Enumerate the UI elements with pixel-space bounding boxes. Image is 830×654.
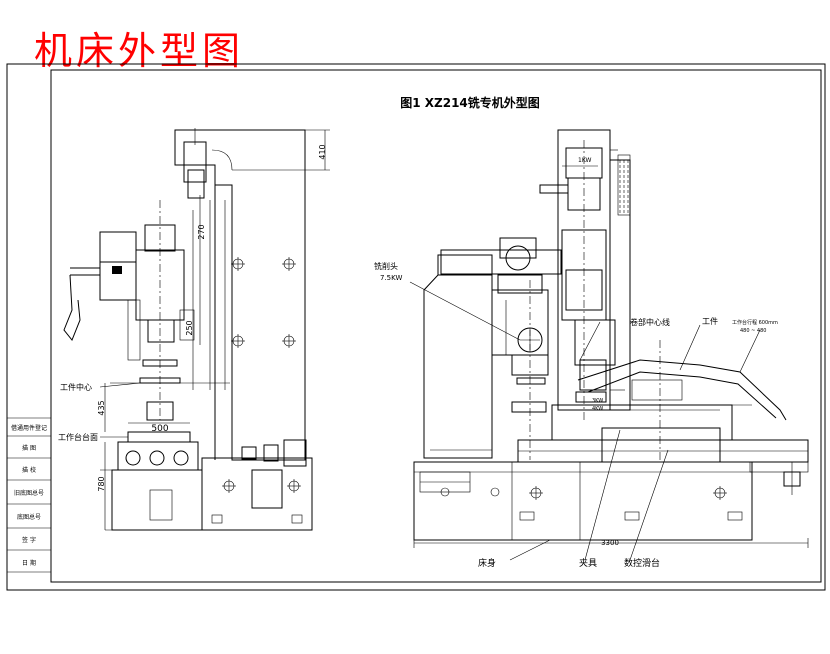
- label-table-travel: 工作台行程 600mm: [732, 319, 778, 326]
- label-part-center: 卷部中心线: [630, 317, 670, 327]
- label-table-surface: 工作台台面: [58, 432, 98, 442]
- dim-top-height: 410: [318, 144, 327, 159]
- label-milling-power: 7.5KW: [380, 274, 402, 282]
- side-view: [63, 128, 330, 531]
- label-tag-right: 4KW: [592, 406, 603, 412]
- label-milling-head: 铣削头: [374, 261, 398, 271]
- title-block-row: 签 字: [22, 536, 36, 544]
- label-bed: 床身: [478, 557, 496, 569]
- front-view: [409, 129, 809, 561]
- dim-work-center-height: 435: [97, 400, 106, 415]
- outer-frame: [6, 63, 826, 591]
- title-block-row: 日 期: [22, 559, 36, 567]
- dim-table-height: 780: [97, 476, 106, 491]
- title-block: 借通用件登记 描 图 描 校 旧底图总号 底图总号 签 字 日 期: [7, 417, 51, 573]
- dim-table-width: 500: [151, 424, 168, 434]
- title-block-row: 底图总号: [17, 513, 41, 521]
- label-workpiece: 工件: [702, 316, 718, 326]
- label-fixture: 夹具: [579, 557, 597, 569]
- label-travel-range: 480 ~ 480: [740, 328, 766, 334]
- title-block-row: 旧底图总号: [14, 489, 44, 497]
- title-block-row: 借通用件登记: [11, 424, 47, 432]
- label-slide-table: 数控滑台: [624, 557, 660, 569]
- drawing-title: 图1 XZ214铣专机外型图: [400, 95, 540, 110]
- inner-frame: [50, 69, 822, 583]
- label-tag-left: 3KW: [592, 398, 603, 404]
- dim-mid: 250: [185, 320, 194, 335]
- dim-column: 270: [197, 224, 206, 239]
- label-motor-tag: 1KW: [578, 157, 592, 164]
- title-block-row: 描 图: [22, 444, 36, 452]
- title-block-row: 描 校: [22, 466, 36, 474]
- label-work-center: 工件中心: [60, 382, 92, 392]
- dim-overall-length: 3300: [601, 539, 619, 547]
